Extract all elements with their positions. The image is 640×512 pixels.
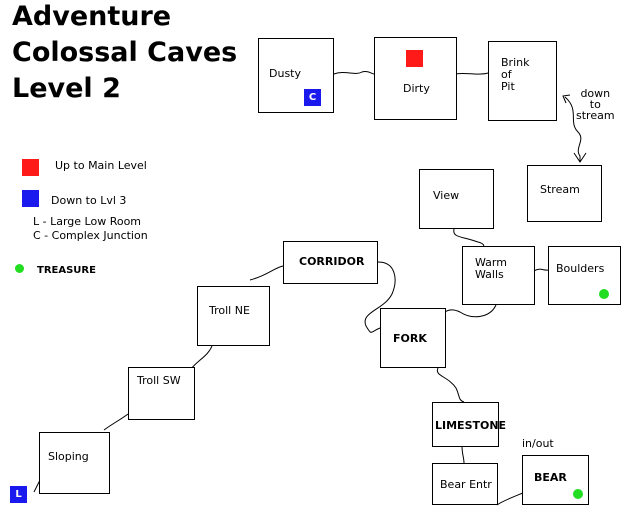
room-bear-label: BEAR	[534, 471, 567, 484]
passage-view-warm	[453, 228, 485, 248]
room-sloping-label: Sloping	[48, 450, 89, 463]
note-down-to-stream: down to stream	[576, 87, 615, 122]
room-limestone[interactable]: LIMESTONE	[432, 402, 506, 447]
room-limestone-label: LIMESTONE	[435, 419, 507, 432]
room-fork-label: FORK	[393, 332, 427, 345]
legend-up-label: Up to Main Level	[55, 159, 147, 172]
room-boulders[interactable]: Boulders	[548, 246, 621, 305]
title-line-1: Adventure	[12, 1, 172, 32]
room-corridor[interactable]: CORRIDOR	[283, 241, 378, 284]
room-troll-ne-label: Troll NE	[209, 304, 250, 317]
note-in-out: in/out	[522, 437, 554, 450]
room-brink-label: Brink of Pit	[501, 56, 530, 93]
room-bear[interactable]: BEAR	[522, 455, 589, 505]
legend-abbr-c: C - Complex Junction	[33, 229, 148, 242]
passage-dusty-dirty	[333, 70, 375, 75]
legend-down-label: Down to Lvl 3	[51, 194, 127, 207]
passage-fork-limestone	[436, 367, 465, 403]
room-troll-sw-label: Troll SW	[137, 374, 181, 387]
room-fork[interactable]: FORK	[380, 308, 446, 368]
legend-treasure-dot	[15, 264, 24, 273]
passage-trollsw-sloping	[103, 413, 129, 431]
legend-down-swatch	[22, 190, 39, 207]
title-line-3: Level 2	[12, 73, 121, 104]
arrow-head-stream	[573, 152, 587, 163]
room-troll-ne[interactable]: Troll NE	[197, 286, 270, 346]
passage-warm-boulders	[533, 268, 549, 272]
room-troll-sw[interactable]: Troll SW	[128, 367, 195, 420]
room-bear-entr[interactable]: Bear Entr	[432, 463, 498, 505]
room-view-label: View	[433, 189, 460, 202]
room-dusty-label: Dusty	[269, 67, 301, 80]
marker-up-main-level	[406, 50, 423, 67]
legend-abbr-l: L - Large Low Room	[33, 215, 142, 228]
room-view[interactable]: View	[419, 169, 494, 229]
room-bear-entr-label: Bear Entr	[440, 478, 492, 491]
room-sloping[interactable]: Sloping	[39, 432, 110, 494]
room-dirty[interactable]: Dirty	[374, 37, 457, 120]
passage-warm-fork	[443, 304, 497, 319]
passage-brink-stream	[564, 96, 582, 162]
legend-treasure-label: TREASURE	[37, 265, 96, 276]
treasure-dot-bear	[573, 489, 583, 499]
title-line-2: Colossal Caves	[12, 37, 238, 68]
marker-l-large-low-room: L	[10, 486, 27, 503]
arrow-head-brink	[562, 94, 571, 104]
treasure-dot-boulders	[599, 289, 609, 299]
passage-dirty-brink	[455, 72, 489, 75]
room-dirty-label: Dirty	[403, 82, 430, 95]
legend-up-swatch	[22, 159, 39, 176]
room-warm-walls[interactable]: Warm Walls	[462, 246, 535, 305]
passage-corridor-fork	[364, 261, 396, 333]
room-dusty[interactable]: Dusty C	[258, 38, 334, 113]
room-corridor-label: CORRIDOR	[299, 255, 365, 268]
room-brink-of-pit[interactable]: Brink of Pit	[488, 41, 557, 121]
room-stream-label: Stream	[540, 183, 580, 196]
passage-corridor-trollne	[249, 265, 284, 281]
room-boulders-label: Boulders	[556, 262, 605, 275]
passage-limestone-bearentr	[461, 445, 465, 464]
room-stream[interactable]: Stream	[527, 165, 602, 222]
marker-c-complex-junction: C	[304, 89, 321, 106]
room-warm-label: Warm Walls	[475, 256, 507, 281]
